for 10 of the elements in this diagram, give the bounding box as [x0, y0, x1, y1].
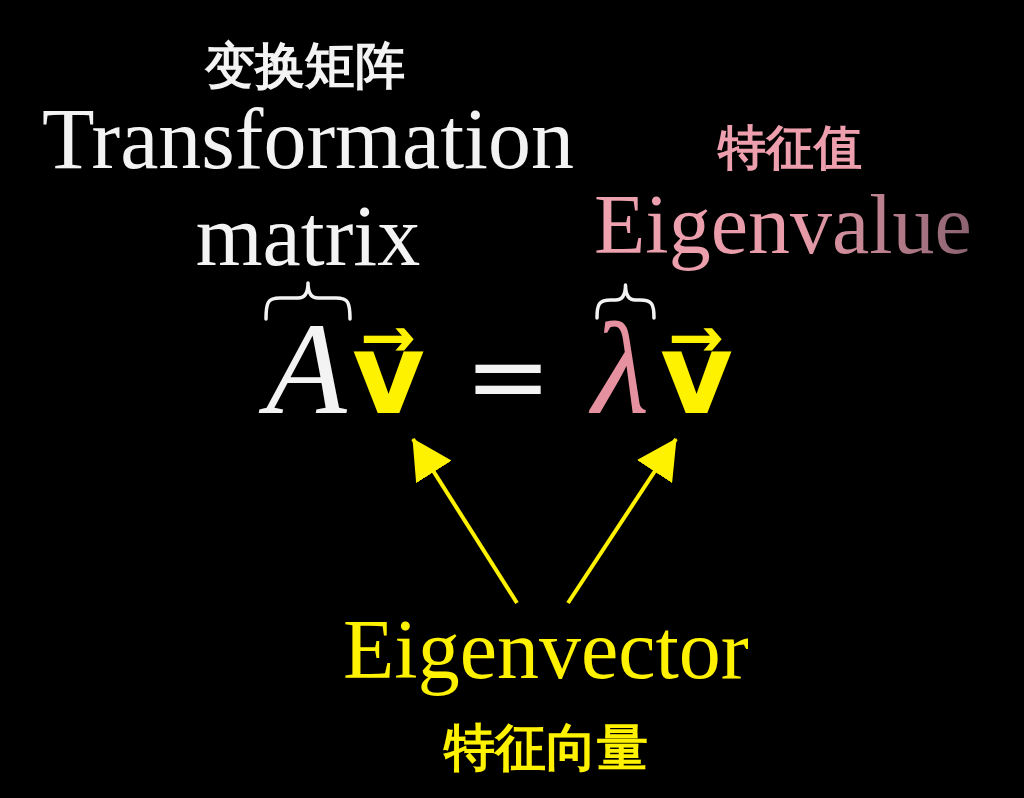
arrow [411, 437, 519, 605]
arrow [566, 437, 678, 605]
chinese-term: 特征值 [718, 119, 862, 175]
vector-symbol: v⃗ [660, 308, 733, 439]
vector-symbol: v⃗ [352, 308, 425, 439]
equals-sign: = [464, 346, 552, 406]
term-label: Eigenvector [343, 603, 749, 696]
matrix-symbol: A [258, 319, 355, 418]
chinese-term: 特征向量 [443, 717, 648, 777]
lambda-symbol: λ [586, 319, 656, 418]
